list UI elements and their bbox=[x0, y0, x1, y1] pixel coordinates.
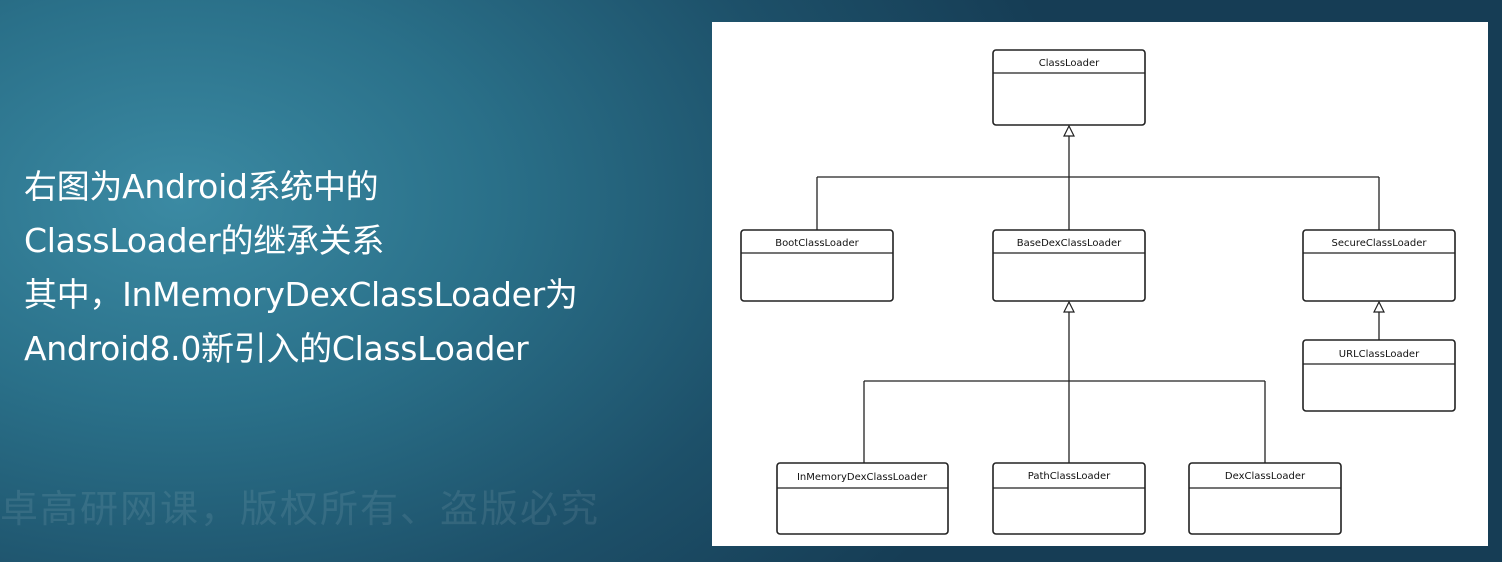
inheritance-arrow-basedex bbox=[1063, 300, 1075, 313]
class-box-classloader: ClassLoader bbox=[992, 49, 1146, 126]
description-line-3: 其中，InMemoryDexClassLoader为 bbox=[24, 275, 578, 314]
class-box-inmemory: InMemoryDexClassLoader bbox=[776, 462, 949, 535]
inheritance-arrow-classloader bbox=[1063, 124, 1075, 137]
class-name-dex: DexClassLoader bbox=[1225, 471, 1306, 482]
class-name-inmemory: InMemoryDexClassLoader bbox=[797, 472, 928, 483]
class-box-dex: DexClassLoader bbox=[1188, 462, 1342, 535]
class-name-secure: SecureClassLoader bbox=[1332, 238, 1428, 249]
class-name-classloader: ClassLoader bbox=[1039, 58, 1100, 69]
edges-secure bbox=[1373, 300, 1385, 340]
description-line-4: Android8.0新引入的ClassLoader bbox=[24, 329, 529, 368]
class-box-path: PathClassLoader bbox=[992, 462, 1146, 535]
class-box-boot: BootClassLoader bbox=[740, 229, 894, 302]
inheritance-arrow-secure bbox=[1373, 300, 1385, 313]
copyright-watermark: 卓高研网课，版权所有、盗版必究 bbox=[0, 487, 601, 531]
slide-description: 右图为Android系统中的 ClassLoader的继承关系 其中，InMem… bbox=[24, 160, 684, 376]
class-box-url: URLClassLoader bbox=[1302, 339, 1456, 412]
class-hierarchy-diagram: ClassLoader BootClassLoader BaseDexClass… bbox=[712, 22, 1488, 546]
description-line-1: 右图为Android系统中的 bbox=[24, 167, 379, 206]
class-name-path: PathClassLoader bbox=[1028, 471, 1111, 482]
class-name-basedex: BaseDexClassLoader bbox=[1017, 238, 1122, 249]
edges-classloader bbox=[816, 124, 1380, 230]
class-name-boot: BootClassLoader bbox=[775, 238, 859, 249]
description-line-2: ClassLoader的继承关系 bbox=[24, 221, 385, 260]
class-box-basedex: BaseDexClassLoader bbox=[992, 229, 1146, 302]
class-diagram-svg: ClassLoader BootClassLoader BaseDexClass… bbox=[740, 49, 1456, 535]
edges-basedex bbox=[863, 300, 1266, 463]
class-box-secure: SecureClassLoader bbox=[1302, 229, 1456, 302]
class-name-url: URLClassLoader bbox=[1339, 349, 1420, 360]
